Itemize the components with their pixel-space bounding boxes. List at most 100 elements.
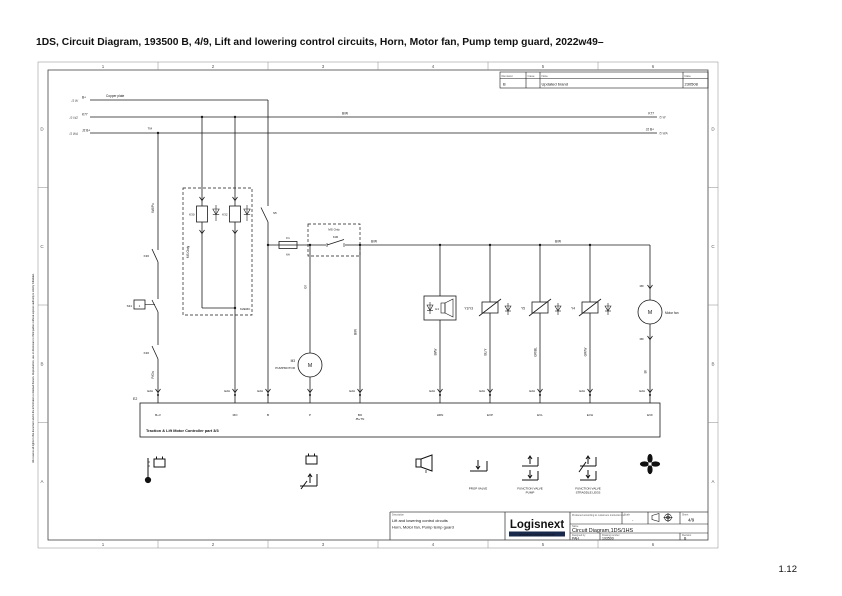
function-valve-straddle-icon bbox=[578, 455, 597, 481]
frame-row-a-right: A bbox=[711, 479, 714, 484]
wire-grw: GR/W bbox=[584, 348, 588, 357]
proprietary-notice: We reserve all rights in this document a… bbox=[32, 273, 35, 463]
wire-bly: BL/Y bbox=[484, 348, 488, 356]
wire-blw: Bl/W bbox=[434, 349, 438, 356]
sheet-label: Sheet bbox=[682, 514, 689, 517]
relay-k30-coil-label: K30 bbox=[189, 213, 195, 217]
func-valve-straddle-caption-1: FUNCTION VALVE bbox=[575, 487, 601, 491]
pin-e2a-7: E2A bbox=[529, 389, 535, 393]
frame-col-6-top: 6 bbox=[652, 64, 655, 69]
terminal-evp: EVP bbox=[487, 413, 493, 417]
j2b-right-label: J2 B+ bbox=[646, 128, 654, 132]
frame-row-a-left: A bbox=[40, 479, 43, 484]
pump-motor-name: PUMPMOTOR bbox=[275, 366, 296, 370]
fuse-f1-rating: 6A bbox=[286, 253, 290, 257]
pump-motor-ref: M3 bbox=[291, 359, 296, 363]
terminal-bv: B+V bbox=[155, 413, 161, 417]
revision-table: Revision Case Note Date B Updated brand … bbox=[499, 71, 709, 89]
relay-k32-coil-label: K32 bbox=[222, 213, 228, 217]
pin-e2a-4: E2A bbox=[349, 389, 355, 393]
terminal-mo: MO bbox=[233, 413, 238, 417]
func-valve-pump-caption-1: FUNCTION VALVE bbox=[517, 487, 543, 491]
motor-fan-branch: MF M Motor fan MF Bl bbox=[637, 245, 679, 403]
wire-bw-bus4a: B/W bbox=[371, 240, 377, 244]
frame-col-4-bottom: 4 bbox=[432, 542, 435, 547]
aux-branch: B/W bbox=[354, 245, 361, 403]
frame-col-4-top: 4 bbox=[432, 64, 435, 69]
controller-title: Traction & Lift Motor Controller part 3/… bbox=[146, 428, 219, 433]
wire-bw-bus2: B/W bbox=[342, 112, 348, 116]
pin-e2a-3: E2A bbox=[257, 389, 263, 393]
wire-bw-vert: B/W bbox=[354, 329, 358, 335]
frame-col-5-bottom: 5 bbox=[542, 542, 545, 547]
drawing-number-value: 193500 bbox=[602, 537, 614, 541]
fan-plug-lower-label: MF bbox=[640, 337, 644, 341]
designed-by-value: PAH bbox=[572, 537, 579, 541]
page-title: 1DS, Circuit Diagram, 193500 B, 4/9, Lif… bbox=[36, 37, 604, 48]
func-valve-straddle-caption-2: STRADDLE LEGS bbox=[576, 491, 601, 495]
logisnext-logo: Logisnext bbox=[510, 519, 564, 531]
contact-k36-upper-label: K36 bbox=[144, 254, 150, 258]
wire-pgn: P/Gn bbox=[151, 371, 155, 378]
sheet-value: 4/9 bbox=[688, 518, 695, 523]
case-header: Case bbox=[528, 74, 535, 78]
frame-col-3-top: 3 bbox=[322, 64, 325, 69]
frame-col-2-top: 2 bbox=[212, 64, 215, 69]
frame-col-1-bottom: 1 bbox=[102, 542, 105, 547]
valve-branch-y1y3: Y1/Y3 BL/Y bbox=[464, 245, 512, 403]
ref-right-2: /5 WA bbox=[658, 132, 668, 136]
pin-e2a-6: E2A bbox=[479, 389, 485, 393]
scale-label: Scale bbox=[624, 514, 631, 517]
revision-block-label: Revision bbox=[682, 534, 692, 537]
valve-branch-y5: Y5 GR/BL bbox=[521, 245, 562, 403]
valve-y5-label: Y5 bbox=[521, 307, 525, 311]
notice-text: We reserve all rights in this document a… bbox=[32, 273, 35, 463]
name-label: Name bbox=[572, 525, 579, 528]
ms-only-label-1: MS Only bbox=[186, 245, 190, 258]
fan-icon bbox=[639, 453, 661, 475]
k77-left-label: K77 bbox=[82, 113, 88, 117]
frame-row-d-left: D bbox=[40, 127, 44, 132]
ms-only-contact-box: MS Only K30 bbox=[307, 223, 361, 257]
description-line-2: Horn, Motor fan, Pump temp guard bbox=[392, 525, 454, 530]
wire-bw-bus4b: B/W bbox=[555, 240, 561, 244]
frame-col-1-top: 1 bbox=[102, 64, 105, 69]
date-header: Date bbox=[685, 74, 692, 78]
terminal-evh: EVH bbox=[587, 413, 593, 417]
fan-plug-upper-label: MF bbox=[640, 284, 644, 288]
k77-right-label: K77 bbox=[648, 112, 654, 116]
terminal-p: P bbox=[309, 413, 311, 417]
legend-icons: PROP VALVE FUNCTION VALVE PUMP FUNCTION … bbox=[144, 453, 661, 495]
frame-col-5-top: 5 bbox=[542, 64, 545, 69]
ref-left-1: /3 W bbox=[70, 99, 79, 103]
date-value: 230508 bbox=[685, 82, 699, 87]
frame-col-3-bottom: 3 bbox=[322, 542, 325, 547]
produced-note: Produced according to customers instruct… bbox=[572, 514, 625, 517]
contact-k36-lower-label: K36 bbox=[144, 351, 150, 355]
tm-label: TM bbox=[148, 127, 153, 131]
pump-motor-symbol: M bbox=[308, 363, 312, 369]
valve-y4-label: Y4 bbox=[571, 307, 575, 311]
controller-connector-row: E2 E2A E2A E2A E2A E2A E2A E2A E2A E2A bbox=[133, 245, 653, 403]
scale-value: - bbox=[632, 517, 634, 522]
note-header: Note bbox=[542, 74, 549, 78]
pin-e2a-5: E2A bbox=[429, 389, 435, 393]
designed-by-label: Designed by bbox=[572, 534, 586, 537]
valve-branch-y4: Y4 GR/W bbox=[571, 245, 612, 403]
copper-plate-label: Copper plate bbox=[106, 94, 124, 98]
frame-col-2-bottom: 2 bbox=[212, 542, 215, 547]
switch-s5-label: S5 bbox=[273, 211, 277, 215]
battery-lift-icon bbox=[300, 453, 318, 490]
revision-header: Revision bbox=[502, 74, 514, 78]
wire-gr: Gr bbox=[304, 284, 308, 288]
horn-branch: H1 Bl/W bbox=[423, 245, 457, 403]
frame-row-b-right: B bbox=[711, 362, 714, 367]
valve-y1y3-label: Y1/Y3 bbox=[464, 307, 473, 311]
terminal-evf: EVF bbox=[647, 413, 653, 417]
note-value: Updated brand bbox=[542, 82, 568, 87]
description-header: Description bbox=[392, 514, 405, 517]
wire-bl: Bl bbox=[644, 370, 648, 373]
frame-row-c-right: C bbox=[711, 244, 715, 249]
description-line-1: Lift and lowering control circuits bbox=[392, 518, 448, 523]
